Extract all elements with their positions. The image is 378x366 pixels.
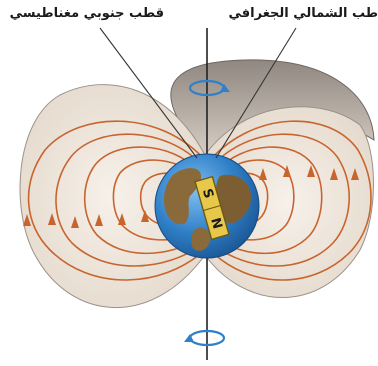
field-arrow-icon	[95, 214, 103, 226]
field-line	[83, 146, 201, 255]
field-line	[27, 120, 206, 281]
field-line	[214, 146, 323, 255]
rotation-arrow-top	[188, 79, 230, 97]
rotation-arrow-bottom	[184, 329, 226, 347]
label-magnetic-south-pole: قطب جنوبي مغناطيسي	[9, 6, 164, 21]
field-arrow-icon	[351, 168, 359, 180]
land-mass	[191, 227, 211, 251]
field-arrow-icon	[48, 213, 56, 225]
field-arrow-icon	[141, 210, 149, 222]
leader-line-south	[99, 27, 198, 159]
field-arrow-icon	[330, 168, 338, 180]
field-arrow-icon	[307, 165, 315, 177]
field-line	[112, 159, 199, 241]
field-arrow-icon	[259, 168, 267, 180]
magnet-pole-s: S	[199, 187, 216, 200]
land-mass	[164, 168, 202, 225]
field-line	[55, 133, 204, 267]
field-arrow-icon	[283, 165, 291, 177]
field-arrow-icon	[71, 216, 79, 228]
field-lobe-right	[204, 106, 374, 298]
field-line	[211, 133, 350, 267]
field-line	[209, 120, 372, 281]
field-line	[216, 159, 295, 241]
field-direction-arrows	[23, 165, 359, 228]
field-arrow-icon	[23, 214, 31, 226]
field-envelope	[19, 59, 375, 308]
field-arrow-icon	[118, 213, 126, 225]
bar-magnet: S N	[194, 175, 230, 241]
magnet-pole-n: N	[207, 216, 224, 231]
land-mass	[216, 174, 252, 224]
label-geographic-north-pole: طب الشمالي الجغرافي	[228, 6, 378, 21]
field-lobe-left	[19, 84, 206, 308]
leader-line-north	[215, 27, 297, 159]
